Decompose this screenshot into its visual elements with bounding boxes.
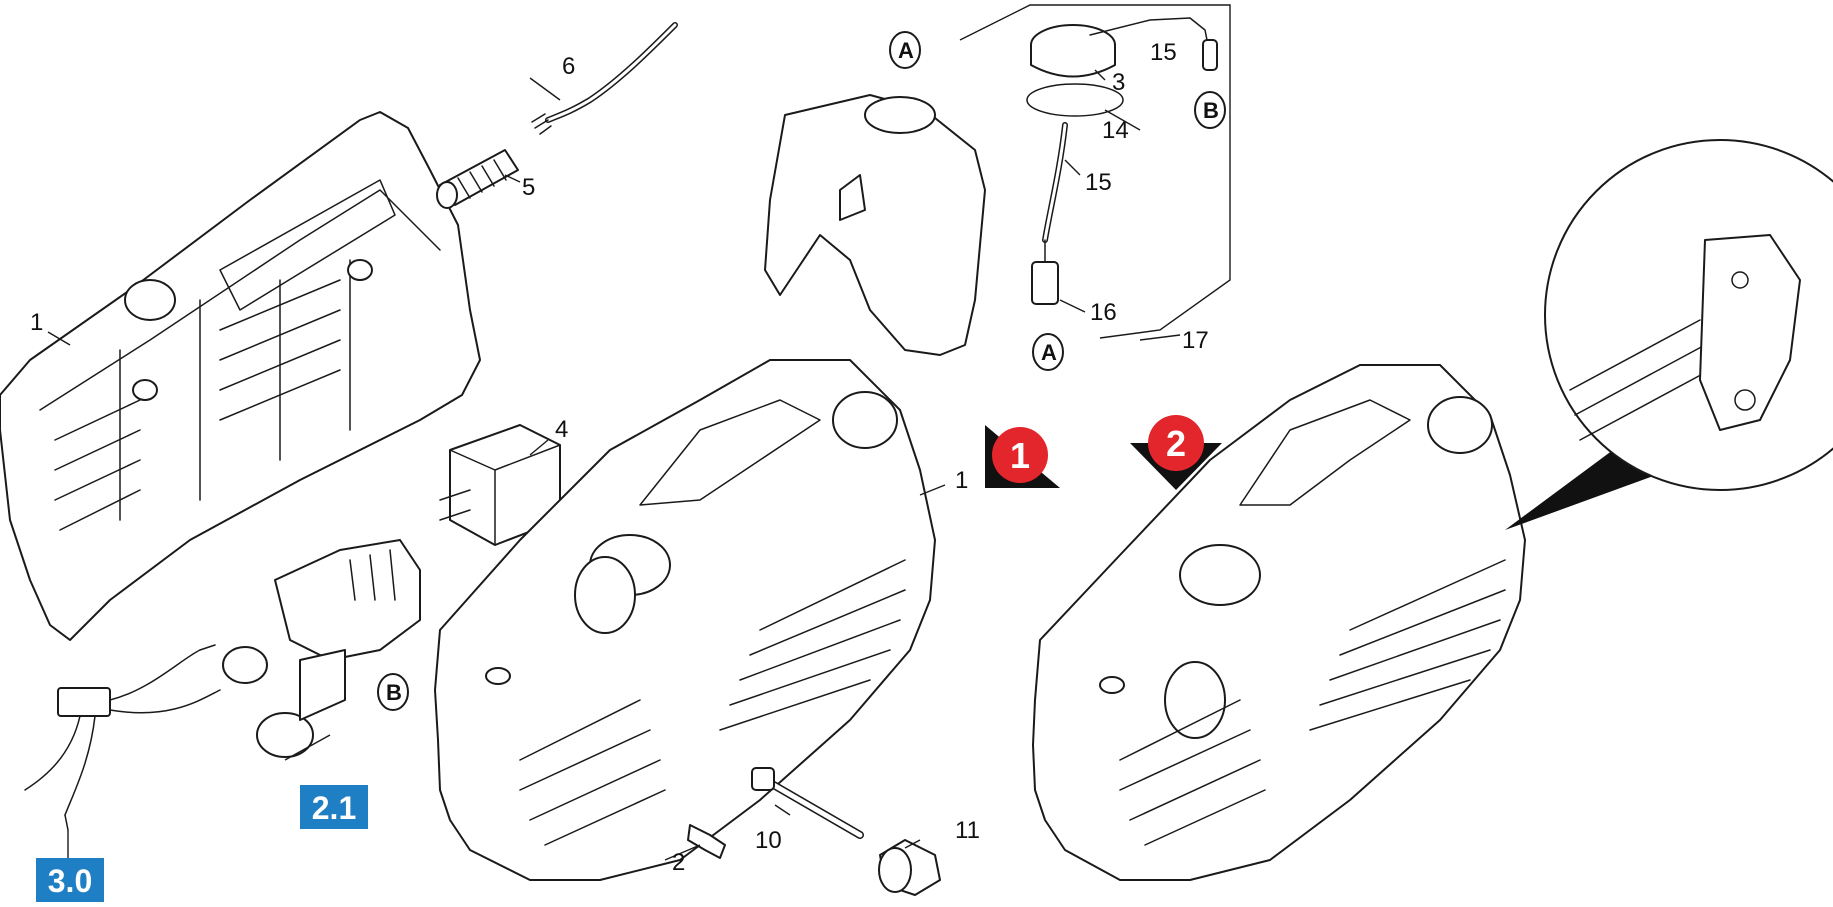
svg-text:2: 2 bbox=[1166, 423, 1186, 464]
kit-frame bbox=[959, 4, 1231, 339]
callout-11: 11 bbox=[955, 817, 980, 844]
callout-15-top: 15 bbox=[1150, 39, 1177, 66]
callout-15-mid: 15 bbox=[1085, 169, 1112, 196]
callout-1-left: 1 bbox=[30, 309, 43, 336]
section-badge-3-0: 3.0 bbox=[36, 858, 104, 902]
leader-lines bbox=[47, 69, 1181, 861]
reference-markers: A A B B bbox=[377, 31, 1226, 711]
step-marker-2: 2 bbox=[1130, 415, 1222, 490]
lance-shaft bbox=[751, 767, 864, 839]
screw bbox=[687, 824, 726, 859]
callout-6: 6 bbox=[562, 53, 575, 80]
callout-4: 4 bbox=[555, 416, 568, 443]
callout-14: 14 bbox=[1102, 117, 1129, 144]
callout-1-front: 1 bbox=[955, 467, 968, 494]
callout-labels: 1 1 2 3 4 5 6 10 11 14 15 15 16 17 bbox=[30, 39, 1209, 876]
switch-unit bbox=[439, 424, 561, 546]
section-badge-2-1: 2.1 bbox=[300, 785, 368, 829]
ref-a-top: A bbox=[898, 38, 914, 63]
detergent-tank bbox=[764, 94, 986, 356]
cable-grommet bbox=[436, 149, 519, 209]
knob bbox=[878, 839, 941, 896]
front-housing bbox=[434, 359, 936, 881]
ref-b-top: B bbox=[1203, 98, 1219, 123]
rear-housing-shell bbox=[0, 111, 481, 641]
ref-b-bottom: B bbox=[386, 680, 402, 705]
svg-text:3.0: 3.0 bbox=[48, 863, 92, 899]
wiring-harness bbox=[24, 644, 221, 831]
tank-cap-assembly bbox=[1026, 17, 1218, 305]
callout-17: 17 bbox=[1182, 327, 1209, 354]
callout-2: 2 bbox=[672, 849, 685, 876]
callout-16: 16 bbox=[1090, 299, 1117, 326]
front-housing-step-2 bbox=[1032, 364, 1526, 881]
callout-5: 5 bbox=[522, 174, 535, 201]
callout-3: 3 bbox=[1112, 69, 1125, 96]
detail-magnifier bbox=[1505, 139, 1833, 530]
callout-10: 10 bbox=[755, 827, 782, 854]
svg-text:1: 1 bbox=[1010, 435, 1030, 476]
pump-valve-assembly bbox=[222, 539, 421, 758]
step-marker-1: 1 bbox=[985, 425, 1060, 488]
ref-a-bottom: A bbox=[1041, 340, 1057, 365]
power-cable bbox=[531, 22, 678, 135]
svg-text:2.1: 2.1 bbox=[312, 790, 356, 826]
